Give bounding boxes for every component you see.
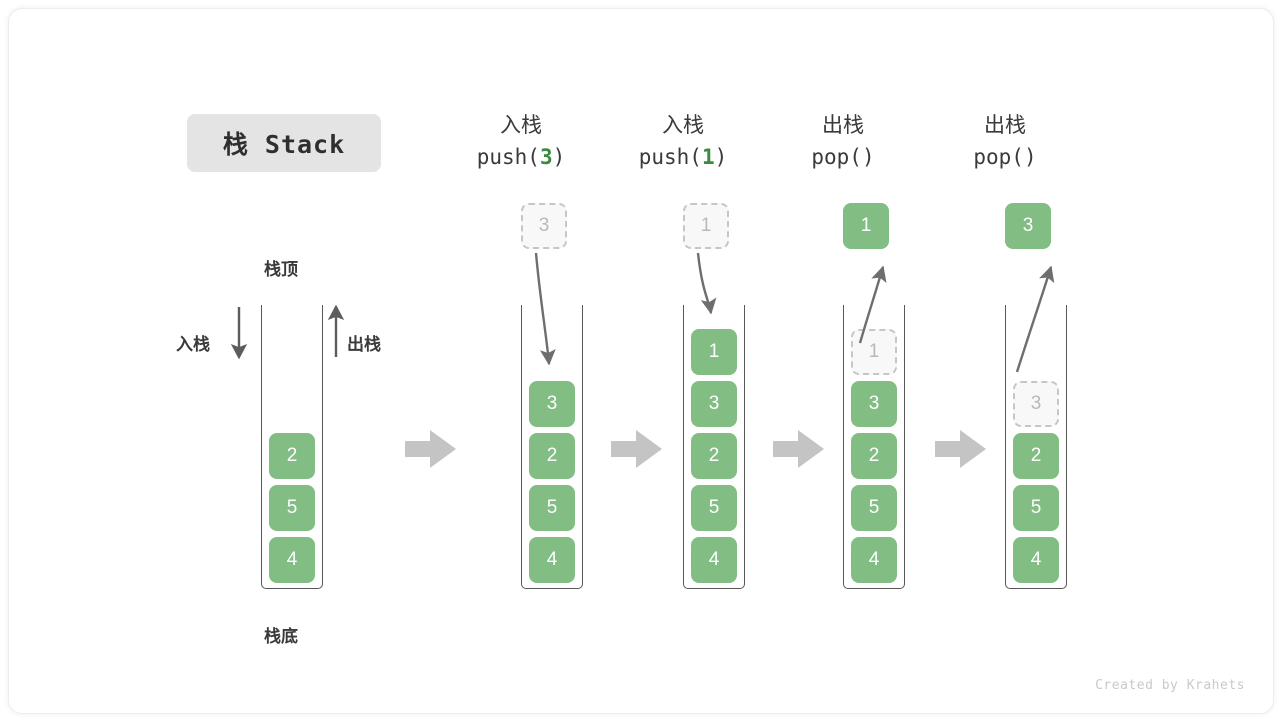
stack-container-pop-1: [843, 305, 905, 589]
stack-top-label: 栈顶: [264, 260, 298, 279]
stack-cell: 5: [691, 485, 737, 531]
column-header-line2: pop(): [811, 145, 875, 169]
stack-cell: 2: [529, 433, 575, 479]
popped-element: 3: [1005, 203, 1051, 249]
stack-container-push-3: [521, 305, 583, 589]
push-direction-label: 入栈: [176, 335, 210, 354]
stack-bottom-label: 栈底: [264, 627, 298, 646]
diagram-canvas: 栈 Stack 栈顶 入栈 出栈 2 5 4 栈底 入栈 push(3) 3 3…: [8, 8, 1274, 714]
push-argument: 3: [539, 145, 553, 169]
column-header-pop-3: 出栈 pop(): [925, 111, 1085, 173]
pop-direction-label: 出栈: [347, 335, 381, 354]
column-header-line2: pop(): [973, 145, 1037, 169]
push-argument: 1: [701, 145, 715, 169]
title-badge: 栈 Stack: [187, 114, 381, 172]
credit-text: Created by Krahets: [1095, 678, 1245, 693]
stack-cell: 5: [1013, 485, 1059, 531]
popped-element: 1: [843, 203, 889, 249]
column-header-push-3: 入栈 push(3): [441, 111, 601, 173]
stack-cell: 4: [529, 537, 575, 583]
column-header-line1: 出栈: [822, 114, 864, 137]
column-header-line2: push(1): [638, 145, 728, 169]
stack-container-pop-3: [1005, 305, 1067, 589]
column-header-line1: 入栈: [662, 114, 704, 137]
stack-cell: 5: [269, 485, 315, 531]
stack-container-initial: [261, 305, 323, 589]
stack-cell: 2: [269, 433, 315, 479]
flow-arrow-icon: [935, 430, 986, 468]
flow-arrow-icon: [611, 430, 662, 468]
stack-cell: 4: [269, 537, 315, 583]
stack-cell: 2: [1013, 433, 1059, 479]
stack-cell: 4: [1013, 537, 1059, 583]
stack-cell: 3: [691, 381, 737, 427]
push-motion-arrow-icon: [696, 252, 717, 315]
removed-element-ghost: 1: [851, 329, 897, 375]
stack-cell: 3: [529, 381, 575, 427]
incoming-element-ghost: 3: [521, 203, 567, 249]
stack-cell: 1: [691, 329, 737, 375]
stack-cell: 4: [851, 537, 897, 583]
column-header-line2: push(3): [476, 145, 566, 169]
title-badge-label: 栈 Stack: [222, 130, 346, 159]
removed-element-ghost: 3: [1013, 381, 1059, 427]
flow-arrow-icon: [405, 430, 456, 468]
stack-cell: 5: [529, 485, 575, 531]
stack-cell: 2: [851, 433, 897, 479]
stack-cell: 5: [851, 485, 897, 531]
stack-container-push-1: [683, 305, 745, 589]
column-header-pop-1: 出栈 pop(): [763, 111, 923, 173]
column-header-line1: 入栈: [500, 114, 542, 137]
stack-cell: 4: [691, 537, 737, 583]
stack-cell: 3: [851, 381, 897, 427]
stack-cell: 2: [691, 433, 737, 479]
incoming-element-ghost: 1: [683, 203, 729, 249]
column-header-push-1: 入栈 push(1): [603, 111, 763, 173]
column-header-line1: 出栈: [984, 114, 1026, 137]
flow-arrow-icon: [773, 430, 824, 468]
